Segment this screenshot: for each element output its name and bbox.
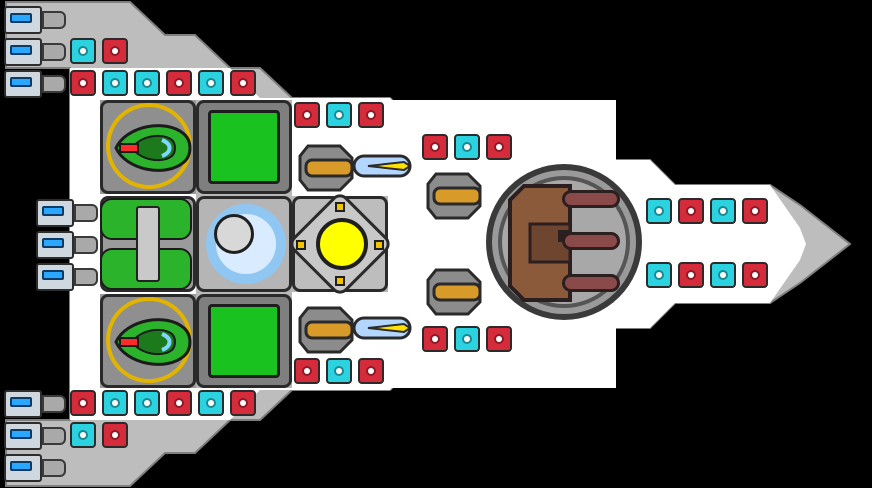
armor-tile-icon[interactable] (742, 198, 768, 224)
armor-tile-icon[interactable] (70, 422, 96, 448)
drone-icon[interactable] (106, 108, 196, 186)
armor-tile-icon[interactable] (326, 358, 352, 384)
armor-tile-icon[interactable] (646, 198, 672, 224)
drone-icon[interactable] (106, 302, 196, 380)
thruster-icon (4, 422, 68, 450)
armor-tile-icon[interactable] (326, 102, 352, 128)
armor-tile-icon[interactable] (742, 262, 768, 288)
reactor-spike-icon (374, 240, 384, 250)
cannon-barrel (562, 190, 620, 208)
armor-tile-icon[interactable] (102, 38, 128, 64)
armor-tile-icon[interactable] (230, 390, 256, 416)
armor-tile-icon[interactable] (486, 134, 512, 160)
armor-tile-icon[interactable] (454, 134, 480, 160)
cannon-barrel (562, 232, 620, 250)
turret-icon[interactable] (424, 262, 488, 318)
armor-tile-icon[interactable] (486, 326, 512, 352)
armor-tile-icon[interactable] (710, 198, 736, 224)
thruster-icon (4, 70, 68, 98)
armor-tile-icon[interactable] (134, 70, 160, 96)
medbay-panel (208, 304, 280, 378)
thruster-icon (4, 38, 68, 66)
armor-tile-icon[interactable] (102, 70, 128, 96)
armor-tile-icon[interactable] (198, 390, 224, 416)
medbay-panel (208, 110, 280, 184)
armor-tile-icon[interactable] (102, 390, 128, 416)
thruster-icon (4, 454, 68, 482)
thruster-icon (36, 263, 100, 291)
thruster-icon (36, 231, 100, 259)
armor-tile-icon[interactable] (454, 326, 480, 352)
cannon-barrel (562, 274, 620, 292)
thruster-icon (4, 6, 68, 34)
engine-coupler (136, 206, 160, 282)
armor-tile-icon[interactable] (294, 102, 320, 128)
armor-tile-icon[interactable] (422, 134, 448, 160)
reactor-spike-icon (335, 276, 345, 286)
shield-core-icon (214, 214, 254, 254)
armor-tile-icon[interactable] (102, 422, 128, 448)
thruster-icon (4, 390, 68, 418)
armor-tile-icon[interactable] (678, 198, 704, 224)
armor-tile-icon[interactable] (166, 390, 192, 416)
main-cannon-icon[interactable] (500, 180, 630, 310)
turret-icon[interactable] (424, 166, 488, 222)
armor-tile-icon[interactable] (358, 102, 384, 128)
armor-tile-icon[interactable] (70, 38, 96, 64)
armor-tile-icon[interactable] (70, 70, 96, 96)
armor-tile-icon[interactable] (198, 70, 224, 96)
armor-tile-icon[interactable] (422, 326, 448, 352)
reactor-core-icon[interactable] (316, 218, 368, 270)
armor-tile-icon[interactable] (678, 262, 704, 288)
armor-tile-icon[interactable] (134, 390, 160, 416)
armor-tile-icon[interactable] (166, 70, 192, 96)
armor-tile-icon[interactable] (710, 262, 736, 288)
armor-tile-icon[interactable] (230, 70, 256, 96)
turret-icon[interactable] (296, 136, 424, 192)
thruster-icon (36, 199, 100, 227)
armor-tile-icon[interactable] (294, 358, 320, 384)
armor-tile-icon[interactable] (646, 262, 672, 288)
reactor-spike-icon (296, 240, 306, 250)
reactor-spike-icon (335, 202, 345, 212)
turret-icon[interactable] (296, 298, 424, 354)
armor-tile-icon[interactable] (70, 390, 96, 416)
armor-tile-icon[interactable] (358, 358, 384, 384)
